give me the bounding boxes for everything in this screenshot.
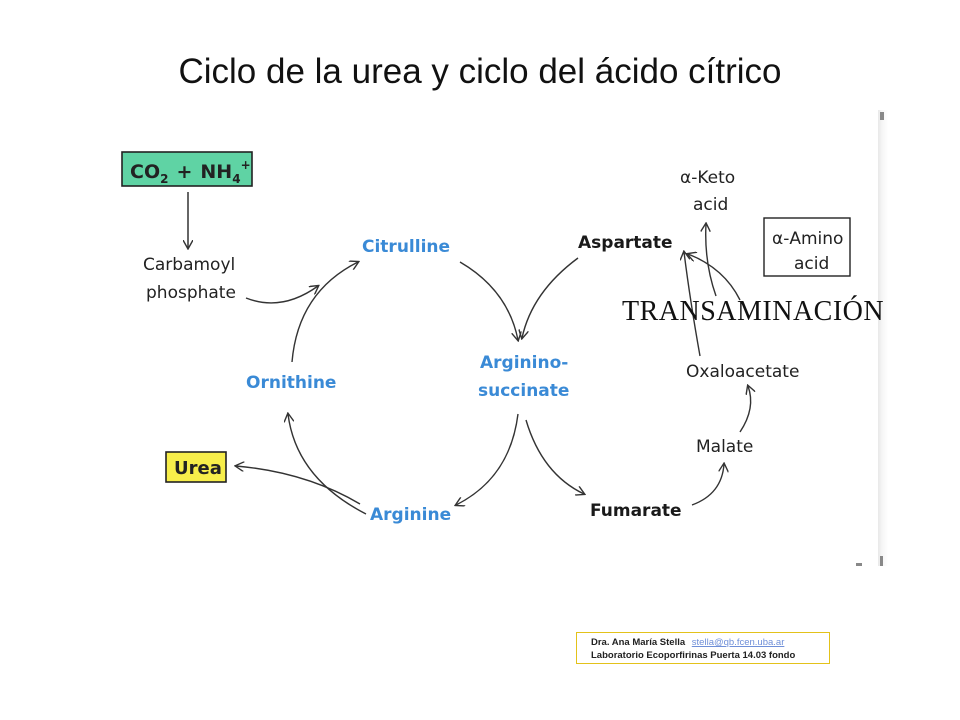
nh4-subscript: 4 [232, 172, 240, 186]
amino-acid-label-1: α-Amino [772, 229, 843, 249]
credit-email-link[interactable]: stella@qb.fcen.uba.ar [691, 637, 785, 648]
co2-label: CO [130, 161, 160, 183]
arrow-arginine-to-ornithine [288, 414, 367, 515]
arrow-ornithine-to-citrulline [291, 262, 358, 363]
edge-mark [880, 112, 884, 120]
malate-label: Malate [696, 437, 753, 457]
keto-acid-label-1: α-Keto [680, 168, 735, 188]
amino-acid-box: α-Amino acid [763, 217, 851, 277]
fumarate-label: Fumarate [590, 501, 682, 521]
nh4-label: NH [200, 161, 232, 183]
arrow-malate-to-oxaloacetate [739, 386, 751, 433]
carbamoyl-label-2: phosphate [146, 283, 236, 303]
credit-name: Dra. Ana María Stella [591, 637, 686, 648]
oxaloacetate-label: Oxaloacetate [686, 362, 799, 382]
carbamoyl-label-1: Carbamoyl [143, 255, 235, 275]
arginine-label: Arginine [370, 505, 451, 525]
arrow-fumarate-to-malate [691, 464, 724, 506]
credit-lab: Laboratorio Ecoporfirinas Puerta 14.03 f… [591, 650, 796, 661]
edge-mark [880, 556, 883, 566]
plus-sign: + [176, 161, 192, 183]
co2-nh4-box: CO2+NH4+ [121, 151, 253, 187]
transamination-label: TRANSAMINACIÓN [622, 296, 885, 327]
urea-box: Urea [165, 451, 227, 483]
nh4-superscript: + [241, 158, 251, 172]
arrow-aspartate-to-argininosuccinate [522, 257, 579, 338]
panel-edge [878, 110, 888, 566]
arrow-to-keto-acid [706, 224, 717, 297]
arrow-amino-acid-to-aspartate [688, 254, 741, 301]
credit-box: Dra. Ana María Stella stella@qb.fcen.uba… [576, 632, 830, 664]
arrow-oxaloacetate-to-aspartate [684, 252, 701, 357]
urea-label: Urea [174, 458, 222, 479]
co2-subscript: 2 [160, 172, 168, 186]
arrow-citrulline-to-argininosuccinate [459, 261, 518, 340]
credit-line-1: Dra. Ana María Stella stella@qb.fcen.uba… [591, 636, 829, 649]
svg-text:CO2+NH4+: CO2+NH4+ [130, 158, 251, 186]
slide-title: Ciclo de la urea y ciclo del ácido cítri… [178, 52, 782, 91]
arrow-carbamoyl-to-cycle [245, 286, 318, 304]
citrulline-label: Citrulline [362, 237, 450, 257]
aspartate-label: Aspartate [578, 233, 673, 253]
arrow-argininosuccinate-to-fumarate [525, 419, 584, 494]
arrow-argininosuccinate-to-arginine [456, 413, 519, 505]
argininosuccinate-label-1: Arginino- [480, 353, 568, 373]
arrow-arginine-to-urea [236, 466, 361, 505]
ornithine-label: Ornithine [246, 373, 336, 393]
keto-acid-label-2: acid [693, 195, 728, 215]
edge-mark [856, 563, 862, 566]
argininosuccinate-label-2: succinate [478, 381, 569, 401]
amino-acid-label-2: acid [794, 254, 829, 274]
